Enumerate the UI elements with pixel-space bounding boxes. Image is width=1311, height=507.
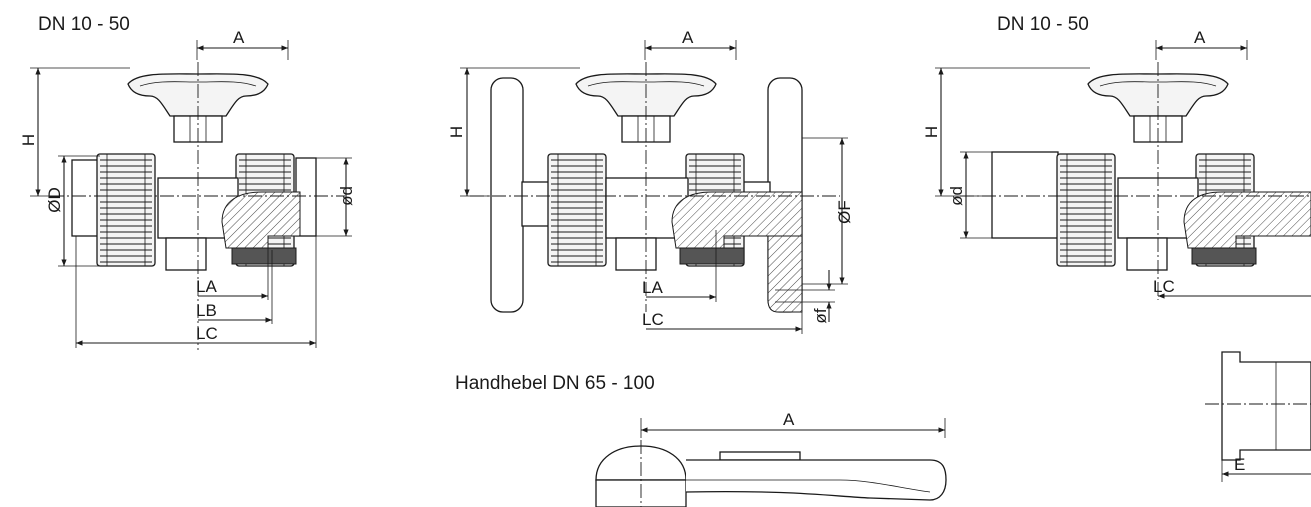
dim-LC-middle: LC — [642, 310, 664, 329]
dim-od-left: ød — [337, 186, 356, 206]
dim-A-lever: A — [783, 410, 795, 429]
dim-A-right: A — [1194, 28, 1206, 47]
dim-OD-left: ØD — [45, 187, 64, 213]
dim-LA-left: LA — [196, 277, 217, 296]
dim-H-left: H — [19, 134, 38, 146]
dim-OF-middle: ØF — [835, 200, 854, 224]
view-middle-flanged-valve: A H ØF øf — [447, 28, 854, 334]
view-left-union-ball-valve: DN 10 - 50 A H ØD — [19, 14, 356, 350]
dim-H-middle: H — [447, 126, 466, 138]
title-right: DN 10 - 50 — [997, 14, 1089, 35]
dim-A-left: A — [233, 28, 245, 47]
subtitle-hand-lever: Handhebel DN 65 - 100 — [455, 373, 655, 394]
view-right-union-ball-valve: DN 10 - 50 A H ød LC — [922, 14, 1311, 482]
view-hand-lever: Handhebel DN 65 - 100 A — [455, 373, 947, 507]
dim-LC-right: LC — [1153, 277, 1175, 296]
dim-E-right: E — [1234, 455, 1245, 474]
dim-LB-left: LB — [196, 301, 217, 320]
dim-LA-middle: LA — [642, 278, 663, 297]
dim-H-right: H — [922, 126, 941, 138]
dim-of-middle: øf — [811, 308, 830, 323]
dim-LC-left: LC — [196, 324, 218, 343]
dim-A-middle: A — [682, 28, 694, 47]
dim-od-right: ød — [947, 186, 966, 206]
title-left: DN 10 - 50 — [38, 14, 130, 35]
